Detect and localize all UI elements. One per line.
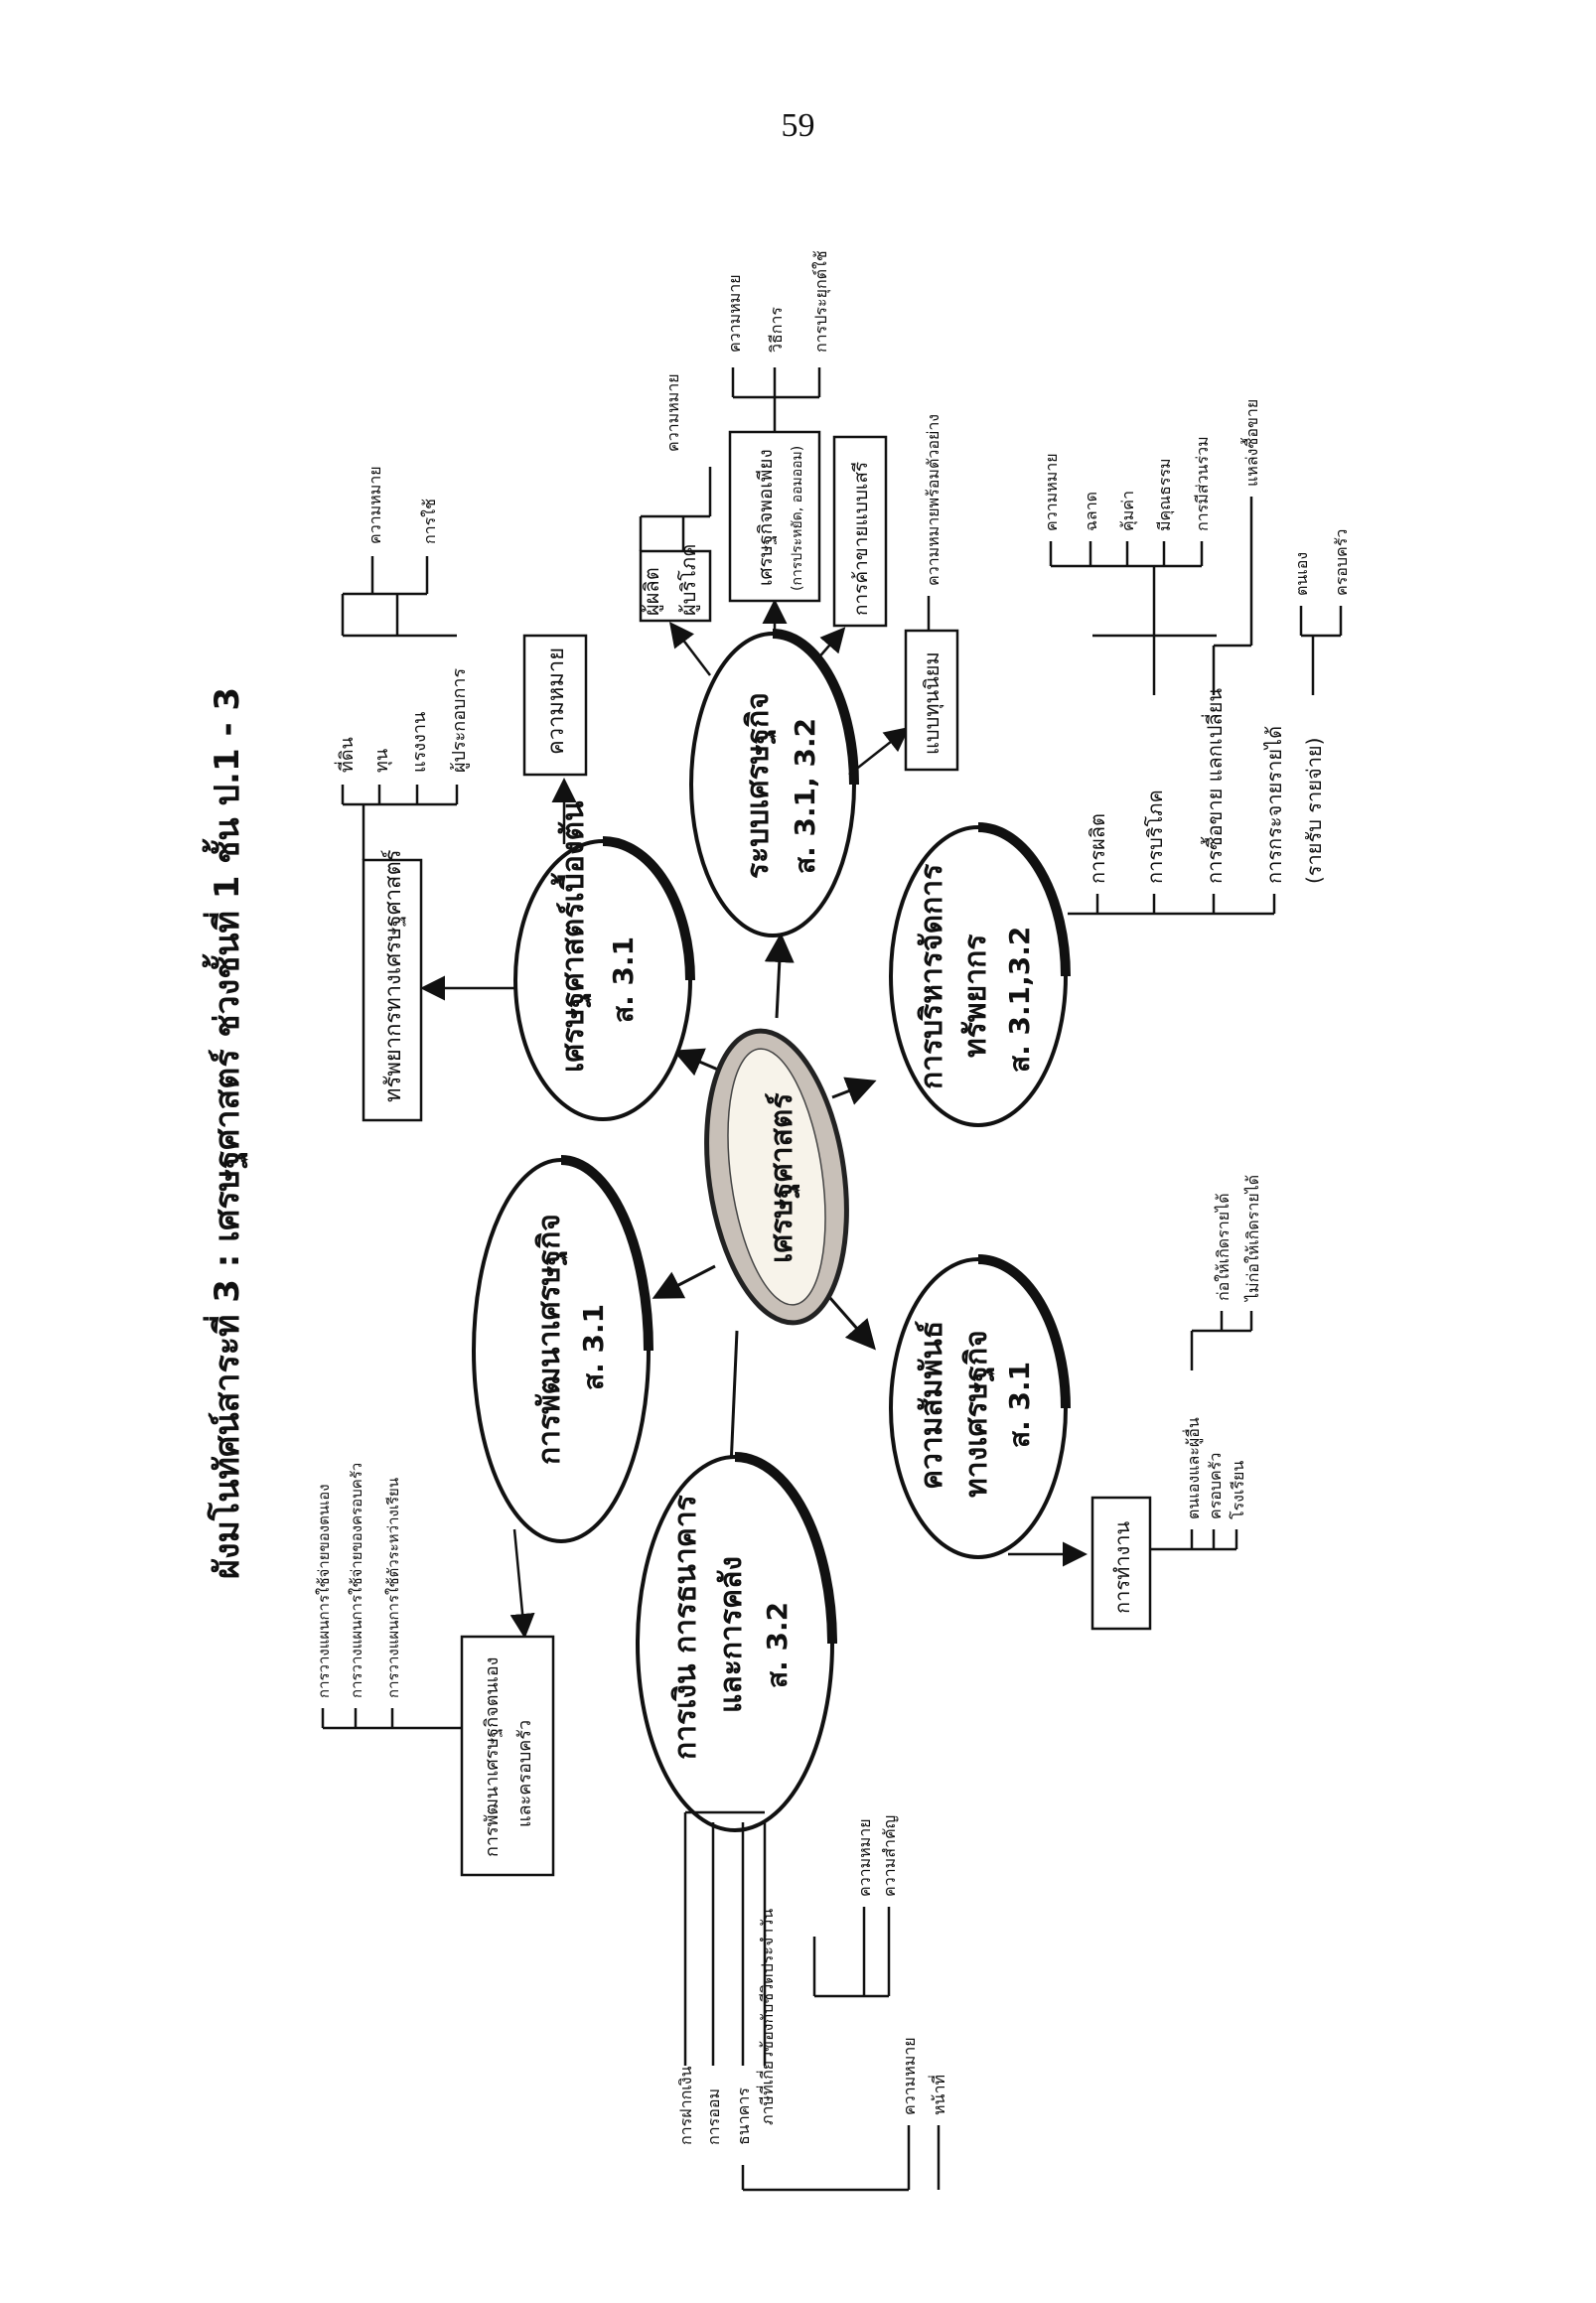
box-capitalism: แบบทุนนิยม — [920, 651, 944, 755]
oval-relation-name2: ทางเศรษฐกิจ — [959, 1330, 996, 1498]
branch-basic — [341, 556, 588, 1122]
resource-item: การบริโภค — [1143, 790, 1167, 884]
page-number: 59 — [781, 107, 815, 144]
finance-item: ธนาคาร — [734, 2087, 753, 2145]
income-sub-item: ตนเอง — [1292, 552, 1311, 596]
oval-basic-economics: เศรษฐศาสตร์เบื้องต้น ส. 3.1 — [513, 800, 695, 1121]
resource-item: การกระจายรายได้ — [1262, 726, 1286, 884]
consumption-sub-item: ความหมาย — [1042, 453, 1061, 531]
sufficiency-sub-item: วิธีการ — [767, 307, 786, 353]
oval-basic-name: เศรษฐศาสตร์เบื้องต้น — [550, 800, 593, 1073]
oval-relation-name1: ความสัมพันธ์ — [915, 1321, 949, 1490]
factor-sub-item: ความหมาย — [365, 466, 384, 544]
income-sub-item: ครอบครัว — [1332, 529, 1351, 596]
center-label: เศรษฐศาสตร์ — [765, 1092, 801, 1263]
consumption-sub-item: คุ้มค่า — [1118, 491, 1138, 531]
box-sufficiency-line1: เศรษฐกิจพอเพียง — [755, 449, 777, 586]
oval-economic-relations: ความสัมพันธ์ ทางเศรษฐกิจ ส. 3.1 — [889, 1254, 1071, 1559]
oval-develop-name: การพัฒนาเศรษฐกิจ — [532, 1214, 569, 1465]
box-meaning: ความหมาย — [544, 648, 569, 755]
trade-sub: แหล่งซื้อขาย — [1240, 399, 1261, 487]
center-oval: เศรษฐศาสตร์ — [704, 1028, 849, 1326]
box-sufficiency-line2: (การประหยัด, ออมออม) — [790, 446, 805, 591]
finance-item: ภาษีที่เกี่ยวข้องกับชีวิตประจำวัน — [756, 1909, 777, 2125]
branch-relations — [1008, 1311, 1253, 1631]
actor-item: ผู้ผลิต — [640, 567, 664, 616]
finance-item: การออม — [704, 2088, 723, 2145]
work-item: โรงเรียน — [1229, 1461, 1247, 1519]
consumption-sub-item: ฉลาด — [1082, 492, 1100, 531]
tax-sub-item: ความสำคัญ — [880, 1815, 899, 1897]
work-sub-item: ไม่ก่อให้เกิดรายได้ — [1243, 1175, 1262, 1303]
page-title: ผังมโนทัศน์สาระที่ 3 : เศรษฐศาสตร์ ช่วงช… — [202, 687, 249, 1579]
resource-income: (รายรับ รายจ่าย) — [1302, 738, 1326, 884]
oval-basic-code: ส. 3.1 — [607, 936, 640, 1023]
box-free-trade: การค้าขายแบบเสรี — [850, 462, 872, 616]
dev-item: การวางแผนการใช้จ่ายของตนเอง — [315, 1484, 333, 1698]
oval-economic-system: ระบบเศรษฐกิจ ส. 3.1, 3.2 — [689, 629, 859, 937]
oval-resource-name1: การบริหารจัดการ — [915, 864, 949, 1089]
factor-item: ที่ดิน — [334, 737, 358, 773]
factor-item: ผู้ประกอบการ — [449, 668, 470, 773]
oval-relation-code: ส. 3.1 — [1003, 1362, 1036, 1448]
dev-item: การวางแผนการใช้ตัวระหว่างเรียน — [384, 1478, 402, 1698]
oval-system-code: ส. 3.1, 3.2 — [789, 718, 821, 874]
oval-resource-name2: ทรัพยากร — [958, 935, 993, 1058]
factor-item: ทุน — [371, 749, 392, 773]
oval-system-name: ระบบเศรษฐกิจ — [741, 692, 778, 879]
box-econ-resources: ทรัพยากรทางเศรษฐศาสตร์ — [381, 849, 406, 1102]
oval-finance-banking: การเงิน การธนาคาร และการคลัง ส. 3.2 — [636, 1452, 837, 1832]
consumption-sub-item: การมีส่วนร่วม — [1193, 436, 1212, 531]
bank-sub-item: ความหมาย — [900, 2037, 919, 2115]
branch-system — [639, 367, 959, 776]
branch-development — [321, 1528, 555, 1877]
resource-item: การผลิต — [1086, 813, 1109, 884]
branch-finance — [683, 1810, 941, 2192]
resource-item: การซื้อขาย แลกเปลี่ยน — [1201, 688, 1227, 884]
factor-sub-item: การใช้ — [420, 499, 439, 544]
actor-sub-item: ความหมาย — [663, 373, 682, 452]
box-dev-line2: และครอบครัว — [514, 1720, 535, 1827]
oval-resource-management: การบริหารจัดการ ทรัพยากร ส. 3.1,3.2 — [889, 822, 1071, 1127]
oval-finance-code: ส. 3.2 — [761, 1602, 794, 1688]
oval-finance-name2: และการคลัง — [714, 1556, 749, 1713]
oval-develop-code: ส. 3.1 — [577, 1304, 610, 1390]
work-item: ครอบครัว — [1206, 1453, 1225, 1519]
work-sub-item: ก่อให้เกิดรายได้ — [1214, 1193, 1233, 1301]
branch-resource — [1049, 497, 1343, 916]
factor-item: แรงงาน — [409, 712, 430, 773]
finance-item: การฝากเงิน — [676, 2066, 695, 2145]
box-dev-line1: การพัฒนาเศรษฐกิจตนเอง — [482, 1657, 503, 1857]
box-work: การทำงาน — [1110, 1521, 1134, 1614]
dev-item: การวางแผนการใช้จ่ายของครอบครัว — [348, 1463, 365, 1698]
sufficiency-sub-item: การประยุกต์ใช้ — [811, 250, 831, 353]
tax-sub-item: ความหมาย — [855, 1818, 874, 1897]
oval-finance-name1: การเงิน การธนาคาร — [668, 1495, 703, 1760]
consumption-sub-item: มีคุณธรรม — [1155, 458, 1175, 531]
oval-economic-development: การพัฒนาเศรษฐกิจ ส. 3.1 — [472, 1155, 653, 1543]
bank-sub-item: หน้าที่ — [928, 2075, 948, 2115]
work-item: ตนเองและผู้อื่น — [1182, 1417, 1204, 1519]
actor-item: ผู้บริโภค — [676, 544, 701, 616]
oval-resource-code: ส. 3.1,3.2 — [1003, 927, 1036, 1073]
sufficiency-sub-item: ความหมาย — [725, 274, 744, 353]
free-trade-sub: ความหมายพร้อมตัวอย่าง — [924, 414, 943, 586]
